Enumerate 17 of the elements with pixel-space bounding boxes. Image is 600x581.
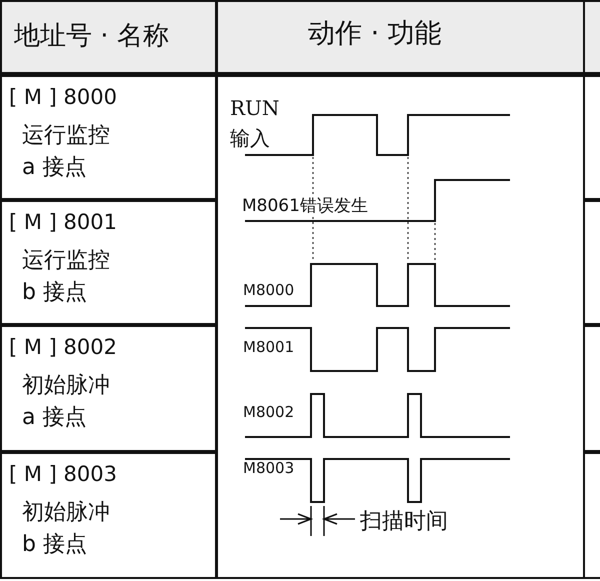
function-description: 初始脉冲 a 接点 bbox=[22, 372, 111, 432]
column-header: 动作 · 功能 bbox=[308, 17, 442, 51]
scan-time-label: 扫描时间 bbox=[360, 508, 448, 536]
signal-name: M8002 bbox=[243, 403, 294, 421]
signal-name: M8003 bbox=[243, 459, 294, 477]
signal-name: M8061错误发生 bbox=[242, 194, 368, 217]
column-header: 地址号 · 名称 bbox=[14, 20, 169, 53]
address-label: [ M ] 8001 bbox=[9, 210, 117, 234]
function-description: 运行监控 b 接点 bbox=[22, 247, 111, 307]
function-description: 初始脉冲 b 接点 bbox=[22, 499, 111, 559]
address-label: [ M ] 8002 bbox=[9, 335, 117, 359]
signal-name: M8000 bbox=[243, 281, 294, 299]
address-label: [ M ] 8003 bbox=[9, 462, 117, 486]
function-description: 运行监控 a 接点 bbox=[22, 122, 111, 182]
signal-name: M8001 bbox=[243, 338, 294, 356]
signal-name: RUN 输入 bbox=[230, 95, 280, 152]
address-label: [ M ] 8000 bbox=[9, 85, 117, 109]
